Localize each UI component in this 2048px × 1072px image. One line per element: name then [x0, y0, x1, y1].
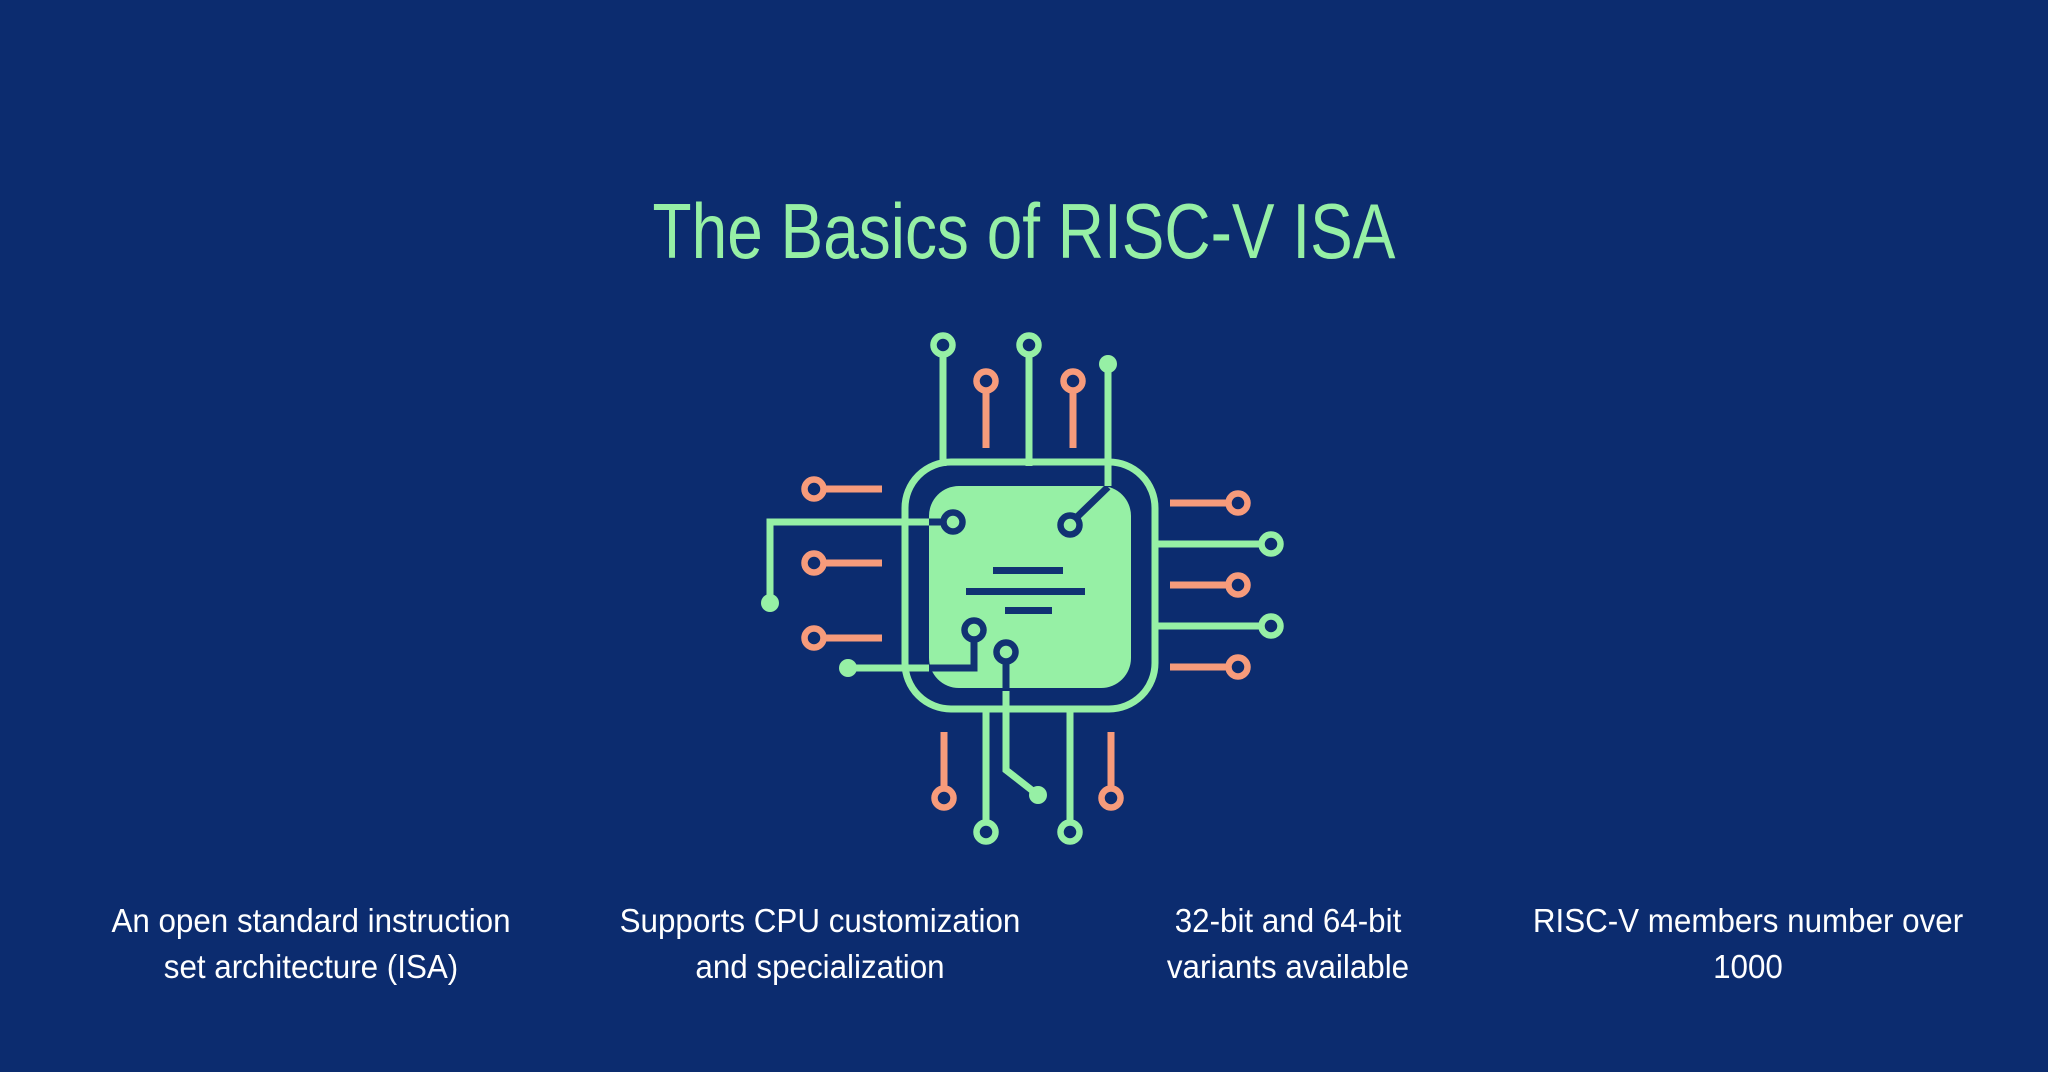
pin-right-orange-3 [1170, 654, 1251, 680]
pin-top-green-2 [1016, 332, 1042, 466]
fact-variants: 32-bit and 64-bit variants available [1060, 898, 1516, 990]
pin-left-orange-2 [801, 550, 882, 576]
pin-right-green-2 [1152, 613, 1284, 639]
fact-line: and specialization [695, 948, 945, 985]
pin-right-orange-2 [1170, 572, 1251, 598]
chip-body [901, 458, 1159, 713]
chip-pins-right [1152, 490, 1284, 680]
page-title: The Basics of RISC-V ISA [652, 187, 1396, 275]
pin-top-orange-2 [1060, 368, 1086, 448]
pin-right-green-1 [1152, 531, 1284, 557]
fact-line: variants available [1166, 948, 1410, 985]
chip-pins-left [761, 476, 929, 677]
pin-bottom-orange-2 [1098, 732, 1124, 811]
pin-top-green-1 [930, 332, 956, 466]
fact-line: Supports CPU customization [619, 902, 1021, 939]
pin-left-orange-1 [801, 476, 882, 502]
trace-left-elbow-dot [761, 518, 929, 612]
fact-open-standard: An open standard instruction set archite… [83, 898, 539, 990]
trace-top-dot [1099, 355, 1117, 486]
pin-right-orange-1 [1170, 490, 1251, 516]
pin-bottom-green-1 [973, 706, 999, 845]
pin-bottom-green-2 [1057, 706, 1083, 845]
fact-cpu-customization: Supports CPU customization and specializ… [592, 898, 1048, 990]
fact-line: set architecture (ISA) [163, 948, 459, 985]
fact-line: 32-bit and 64-bit [1174, 902, 1402, 939]
trace-bottom-dot [1002, 691, 1047, 804]
chip-pins-bottom [931, 691, 1124, 845]
chip-pins-top [930, 332, 1117, 486]
chip-die-circuitry [929, 484, 1111, 689]
trace-left-dot [839, 659, 929, 677]
pin-bottom-orange-1 [931, 732, 957, 811]
fact-members: RISC-V members number over 1000 [1520, 898, 1976, 990]
pin-top-orange-1 [973, 368, 999, 448]
fact-line: 1000 [1713, 948, 1783, 985]
pin-left-orange-3 [801, 625, 882, 651]
fact-line: An open standard instruction [111, 902, 511, 939]
fact-line: RISC-V members number over [1532, 902, 1964, 939]
